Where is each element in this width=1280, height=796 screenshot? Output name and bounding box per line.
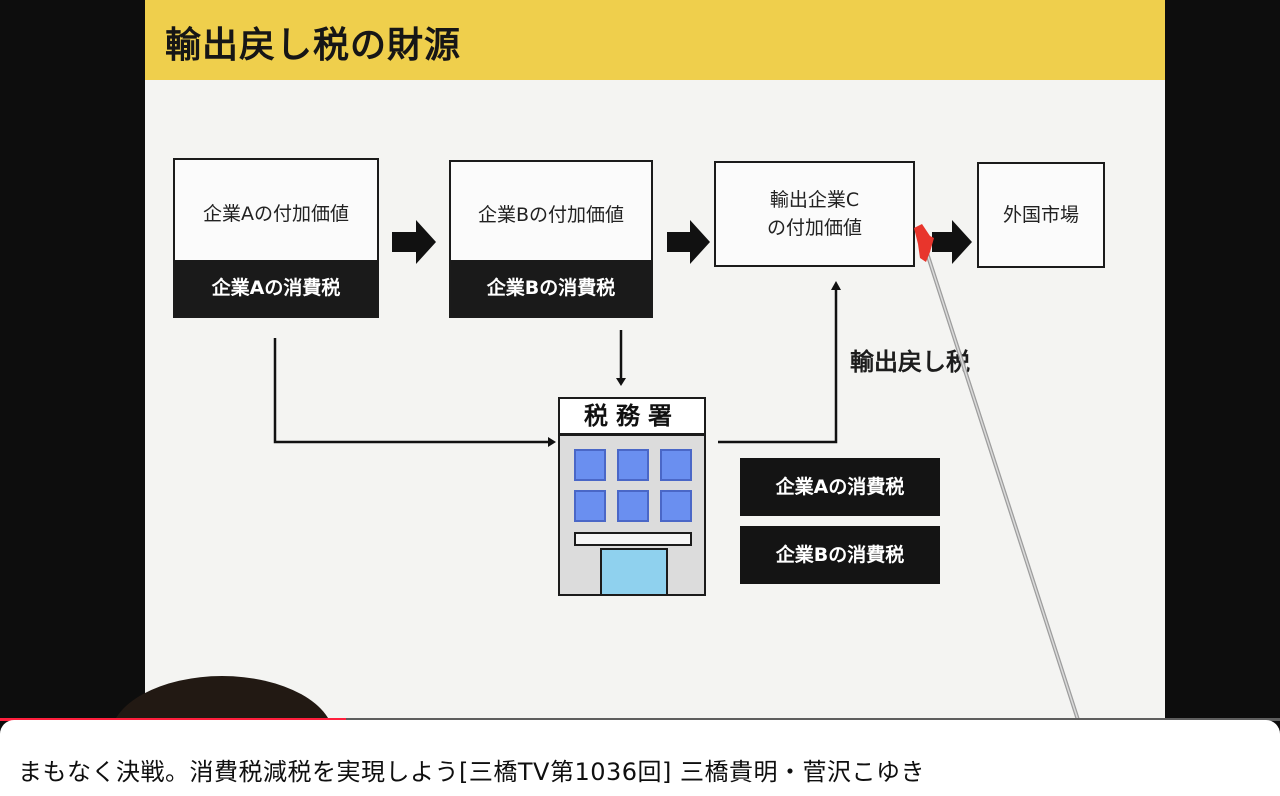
window-icon	[574, 490, 606, 522]
export-refund-label: 輸出戻し税	[850, 348, 970, 376]
window-icon	[617, 449, 649, 481]
entrance-door-icon	[600, 548, 668, 596]
connector-a-to-office	[273, 338, 548, 444]
window-icon	[574, 449, 606, 481]
foreign-market-box: 外国市場	[977, 162, 1105, 268]
slide-header: 輸出戻し税の財源	[145, 0, 1165, 80]
company-b-value-label: 企業Bの付加価値	[477, 204, 625, 226]
foreign-market-label: 外国市場	[1002, 204, 1079, 226]
company-c-value-line1: 輸出企業C	[769, 189, 860, 211]
entrance-canopy	[574, 532, 692, 546]
company-a-tax-label: 企業Aの消費税	[175, 260, 377, 316]
window-icon	[660, 490, 692, 522]
company-b-box: 企業Bの付加価値 企業Bの消費税	[449, 160, 653, 318]
company-c-value-line2: の付加価値	[766, 217, 862, 239]
flow-arrow-c-to-market	[932, 220, 972, 264]
flow-arrow-a-to-b	[392, 220, 436, 264]
company-a-tax-chip: 企業Aの消費税	[740, 458, 940, 516]
flow-arrow-b-to-c	[667, 220, 710, 264]
pointer-tip-icon	[914, 224, 934, 262]
presenter-head	[114, 676, 330, 720]
export-company-c-box: 輸出企業C の付加価値	[714, 161, 915, 267]
window-icon	[617, 490, 649, 522]
tax-office-sign: 税務署	[558, 397, 706, 435]
arrowhead	[831, 281, 841, 290]
progress-fill[interactable]	[0, 718, 346, 721]
arrowhead	[548, 437, 556, 447]
company-a-box: 企業Aの付加価値 企業Aの消費税	[173, 158, 379, 318]
presentation-slide: 輸出戻し税の財源 企業Aの付加価値 企業Aの消費税 企業Bの付加価値 企業Bの消…	[145, 0, 1165, 720]
video-title[interactable]: まもなく決戦。消費税減税を実現しよう[三橋TV第1036回] 三橋貴明・菅沢こゆ…	[18, 758, 926, 786]
company-b-tax-chip: 企業Bの消費税	[740, 526, 940, 584]
connector-office-to-c	[718, 288, 838, 444]
company-a-value-label: 企業Aの付加価値	[203, 203, 349, 225]
video-player[interactable]: 輸出戻し税の財源 企業Aの付加価値 企業Aの消費税 企業Bの付加価値 企業Bの消…	[0, 0, 1280, 720]
slide-title: 輸出戻し税の財源	[165, 25, 462, 66]
tax-office-building-icon	[558, 434, 706, 596]
window-icon	[660, 449, 692, 481]
diagram-arrows	[114, 220, 1080, 720]
progress-track[interactable]	[0, 718, 1280, 721]
arrowhead	[616, 378, 626, 386]
company-b-tax-label: 企業Bの消費税	[451, 260, 651, 316]
video-info-panel: まもなく決戦。消費税減税を実現しよう[三橋TV第1036回] 三橋貴明・菅沢こゆ…	[0, 720, 1280, 796]
